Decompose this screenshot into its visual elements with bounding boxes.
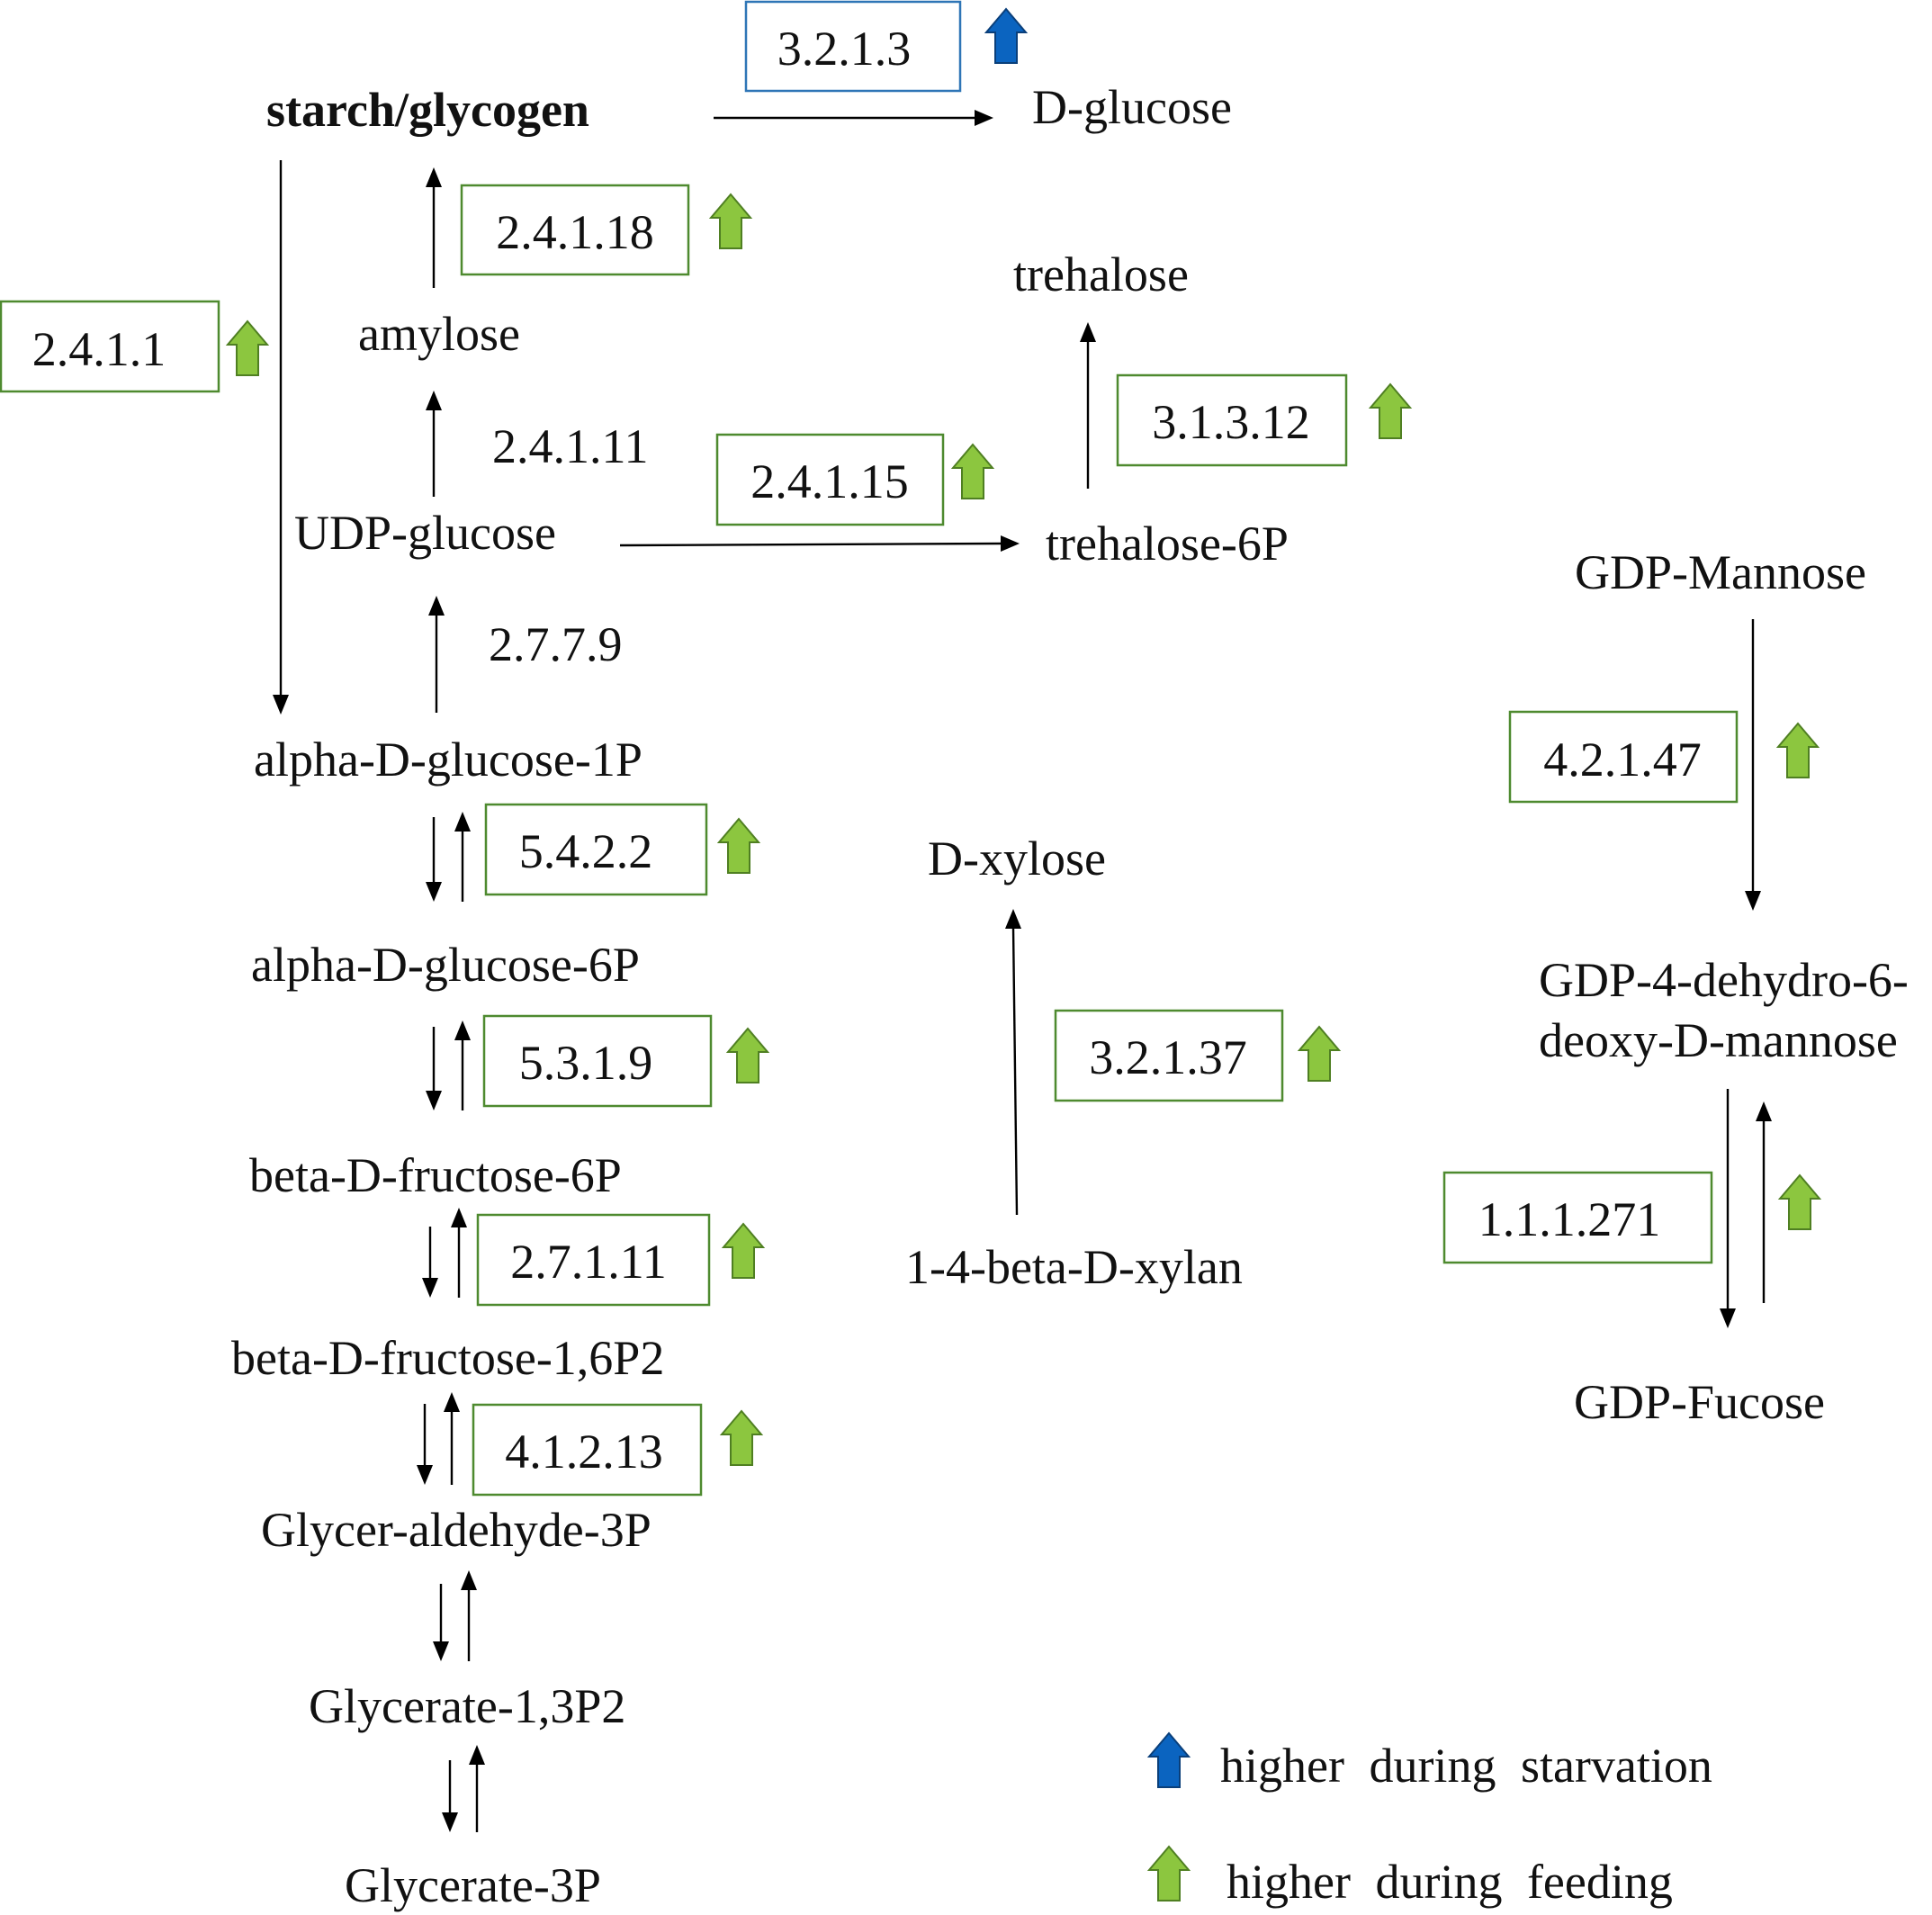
enzyme-label: 4.2.1.47	[1543, 733, 1702, 787]
enzyme-label: 2.4.1.18	[496, 205, 654, 259]
enzyme-label: 2.7.1.11	[510, 1235, 667, 1289]
node-udp-glucose: UDP-glucose	[294, 506, 556, 560]
green-up-arrow-icon	[1370, 383, 1411, 439]
node-alpha-d-glucose-1p: alpha-D-glucose-1P	[254, 733, 643, 787]
enzyme-2-4-1-15: 2.4.1.15	[715, 433, 945, 526]
legend-green-up-arrow-icon	[1148, 1846, 1190, 1902]
enzyme-3-2-1-37: 3.2.1.37	[1054, 1009, 1284, 1102]
node-beta-d-fructose-16p2: beta-D-fructose-1,6P2	[231, 1331, 664, 1385]
node-gdp-4-dehydro-line1: GDP-4-dehydro-6-	[1539, 953, 1909, 1007]
blue-up-arrow-icon	[985, 8, 1027, 64]
enzyme-label: 5.3.1.9	[519, 1036, 653, 1090]
enzyme-2-7-1-11: 2.7.1.11	[476, 1213, 711, 1307]
node-trehalose: trehalose	[1013, 247, 1189, 301]
node-gdp-fucose: GDP-Fucose	[1574, 1375, 1825, 1429]
enzyme-label: 5.4.2.2	[519, 824, 653, 878]
enzyme-label: 3.2.1.3	[777, 22, 912, 76]
enzyme-label: 2.4.1.15	[750, 454, 909, 508]
enzyme-2-7-7-9: 2.7.7.9	[489, 617, 623, 671]
enzyme-3-1-3-12: 3.1.3.12	[1116, 373, 1348, 467]
legend: higher during starvation higher during f…	[1148, 1732, 1712, 1909]
node-xylan: 1-4-beta-D-xylan	[905, 1240, 1243, 1294]
enzyme-label: 3.1.3.12	[1152, 395, 1310, 449]
enzyme-4-1-2-13: 4.1.2.13	[472, 1403, 703, 1497]
node-d-glucose: D-glucose	[1032, 80, 1232, 134]
enzyme-1-1-1-271: 1.1.1.271	[1442, 1171, 1713, 1264]
enzyme-4-2-1-47: 4.2.1.47	[1508, 710, 1739, 804]
enzyme-label: 1.1.1.271	[1478, 1192, 1661, 1246]
node-starch-glycogen: starch/glycogen	[266, 83, 589, 137]
green-up-arrow-icon	[723, 1223, 764, 1279]
green-up-arrow-icon	[710, 193, 751, 249]
legend-starvation-label: higher during starvation	[1220, 1739, 1712, 1793]
enzyme-label: 2.4.1.1	[32, 322, 166, 376]
node-d-xylose: D-xylose	[928, 832, 1106, 886]
node-gdp-mannose: GDP-Mannose	[1575, 545, 1866, 599]
enzyme-label: 3.2.1.37	[1089, 1030, 1247, 1084]
node-trehalose-6p: trehalose-6P	[1046, 517, 1289, 571]
metabolites: starch/glycogen D-glucose amylose trehal…	[231, 80, 1909, 1912]
enzyme-label: 4.1.2.13	[505, 1425, 663, 1479]
node-gdp-4-dehydro-line2: deoxy-D-mannose	[1539, 1013, 1898, 1067]
legend-feeding-label: higher during feeding	[1227, 1855, 1673, 1909]
node-glycerate-3p: Glycerate-3P	[345, 1858, 601, 1912]
green-up-arrow-icon	[721, 1410, 762, 1466]
legend-blue-up-arrow-icon	[1148, 1732, 1190, 1788]
enzyme-3-2-1-3: 3.2.1.3	[744, 0, 962, 93]
node-glycerate-13p2: Glycerate-1,3P2	[309, 1679, 625, 1733]
green-up-arrow-icon	[1298, 1026, 1340, 1082]
enzyme-2-4-1-1: 2.4.1.1	[0, 300, 220, 393]
reaction-arrows	[273, 110, 1772, 1832]
node-glyceraldehyde-3p: Glycer-aldehyde-3P	[261, 1503, 651, 1557]
green-up-arrow-icon	[952, 444, 993, 499]
enzyme-5-4-2-2: 5.4.2.2	[484, 803, 708, 896]
green-up-arrow-icon	[1777, 723, 1819, 778]
green-up-arrow-icon	[718, 818, 759, 874]
node-beta-d-fructose-6p: beta-D-fructose-6P	[249, 1148, 622, 1202]
node-alpha-d-glucose-6p: alpha-D-glucose-6P	[251, 938, 640, 992]
green-up-arrow-icon	[727, 1028, 768, 1083]
enzyme-2-4-1-18: 2.4.1.18	[460, 184, 690, 276]
enzyme-2-4-1-11: 2.4.1.11	[492, 419, 649, 473]
enzyme-5-3-1-9: 5.3.1.9	[482, 1014, 713, 1108]
green-up-arrow-icon	[227, 320, 268, 376]
green-up-arrow-icon	[1779, 1174, 1820, 1230]
node-amylose: amylose	[358, 307, 520, 361]
